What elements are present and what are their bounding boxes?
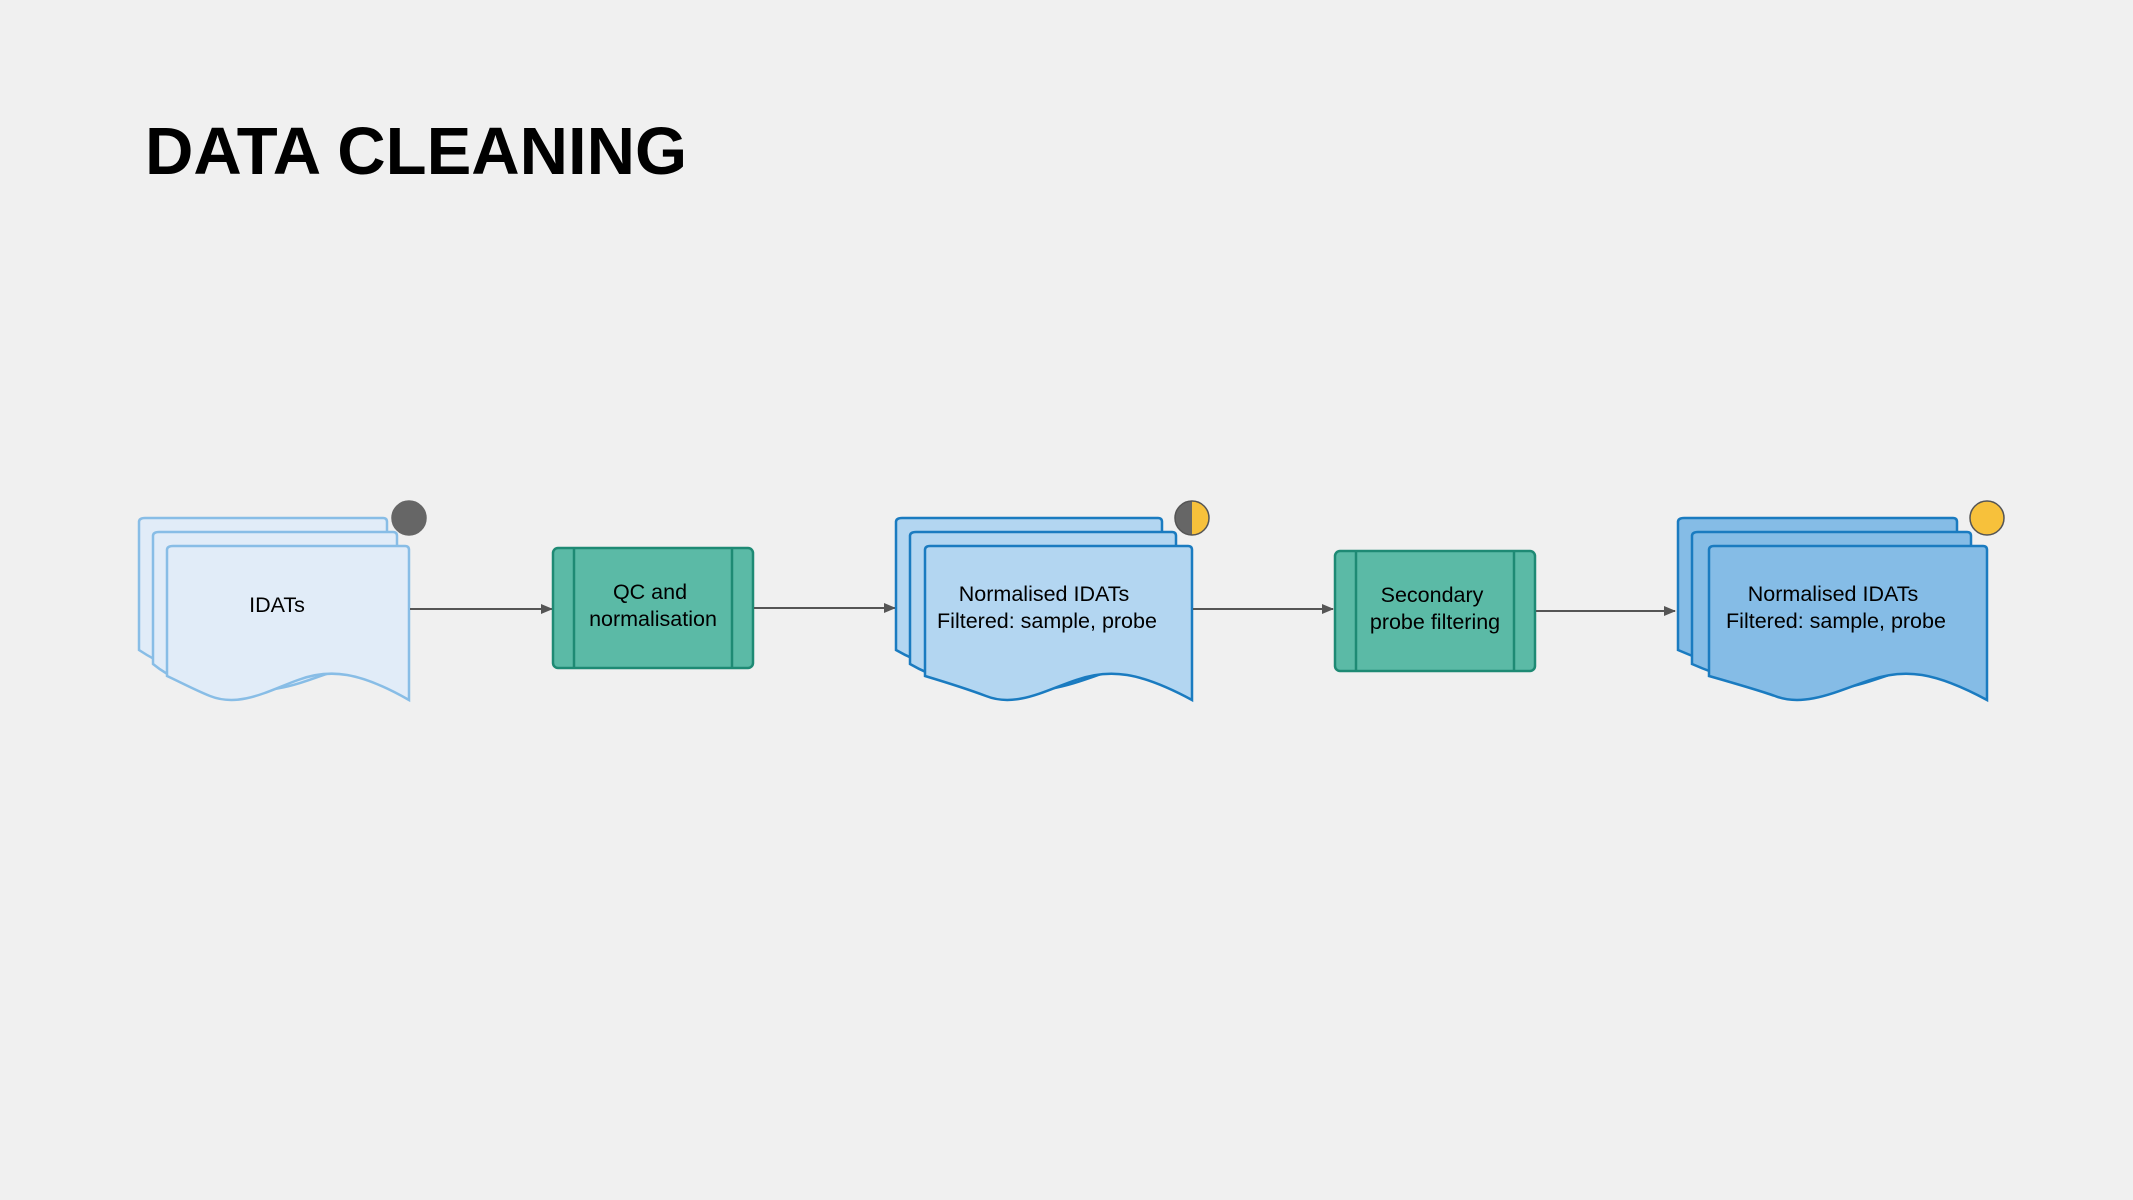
qc-label-line-2: normalisation [589,607,717,631]
normalised-1-label: Normalised IDATs Filtered: sample, probe [937,582,1157,633]
secondary-label-line-2: probe filtering [1370,610,1500,634]
normalised-2-label-line-2: Filtered: sample, probe [1726,609,1946,633]
document-sheet-front [165,544,411,703]
idats-document-stack: IDATs [137,500,427,703]
qc-label: QC and normalisation [589,580,717,631]
secondary-label-line-1: Secondary [1381,583,1484,607]
document-sheet-front [923,544,1194,703]
normalised-1-label-line-2: Filtered: sample, probe [937,609,1157,633]
idats-label-line-1: IDATs [249,593,305,617]
normalised-2-label: Normalised IDATs Filtered: sample, probe [1726,582,1946,633]
normalised-2-label-line-1: Normalised IDATs [1748,582,1918,606]
document-sheet-front [1707,544,1989,703]
qc-normalisation-process: QC and normalisation [551,546,755,670]
process-box [1333,549,1537,673]
secondary-probe-filtering-process: Secondary probe filtering [1333,549,1537,673]
status-in-progress-icon [1174,500,1210,536]
status-not-started-icon [391,500,427,536]
secondary-label: Secondary probe filtering [1370,583,1500,634]
normalised-idats-document-stack: Normalised IDATs Filtered: sample, probe [894,500,1210,703]
normalised-1-label-line-1: Normalised IDATs [959,582,1129,606]
page-title: DATA CLEANING [145,114,688,189]
idats-label: IDATs [249,593,305,617]
status-complete-icon [1969,500,2005,536]
final-normalised-idats-document-stack: Normalised IDATs Filtered: sample, probe [1676,500,2005,703]
qc-label-line-1: QC and [613,580,687,604]
process-box [551,546,755,670]
